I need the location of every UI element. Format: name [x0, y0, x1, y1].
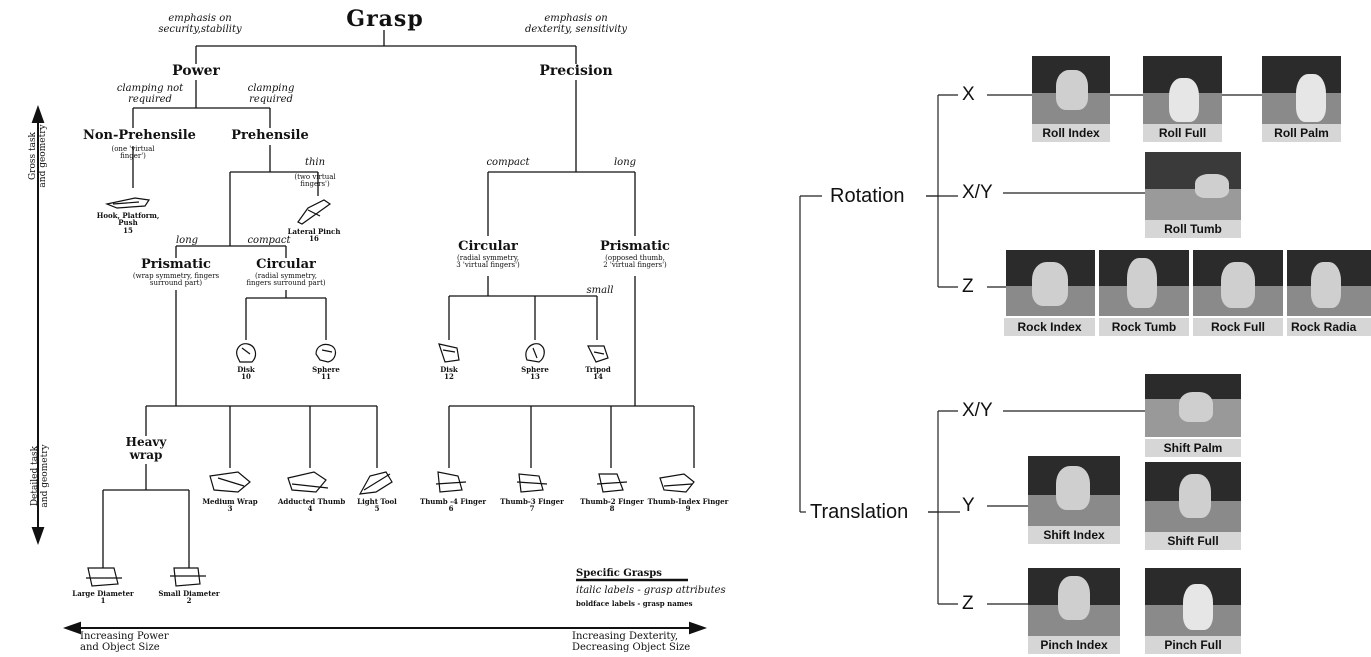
hand-sketch-icon — [286, 468, 330, 496]
roll-tumb-image — [1145, 152, 1241, 220]
compact-right-label: compact — [478, 158, 538, 169]
rock-radia-image — [1287, 250, 1371, 316]
pinch-index-image — [1028, 568, 1120, 636]
prehensile-label: Prehensile — [225, 129, 315, 143]
roll-full-image — [1143, 56, 1222, 124]
circular-right-note: (radial symmetry,3 'virtual fingers') — [438, 255, 538, 270]
roll-full-caption: Roll Full — [1143, 124, 1222, 142]
translation-y-label: Y — [962, 495, 975, 517]
hand-sketch-icon — [312, 340, 340, 366]
roll-index-image — [1032, 56, 1110, 124]
long-right-label: long — [610, 158, 640, 169]
prismatic-left-label: Prismatic — [131, 258, 221, 272]
thin-label: thin — [300, 158, 330, 169]
prismatic-right-label: Prismatic — [592, 240, 678, 254]
hand-sketch-icon — [521, 340, 549, 366]
legend-title: Specific Grasps — [576, 569, 662, 580]
translation-z-label: Z — [962, 593, 974, 615]
shift-index-image — [1028, 456, 1120, 526]
hand-sketch-icon — [584, 340, 612, 366]
hand-sketch-icon — [84, 564, 124, 590]
roll-palm-image — [1262, 56, 1341, 124]
rock-tumb-caption: Rock Tumb — [1099, 318, 1189, 336]
pinch-full-caption: Pinch Full — [1145, 636, 1241, 654]
rotation-label: Rotation — [830, 185, 905, 208]
hand-sketch-icon — [232, 340, 260, 366]
shift-index-caption: Shift Index — [1028, 526, 1120, 544]
circular-right-label: Circular — [448, 240, 528, 254]
shift-palm-image — [1145, 374, 1241, 437]
roll-tumb-caption: Roll Tumb — [1145, 220, 1241, 238]
shift-full-caption: Shift Full — [1145, 532, 1241, 550]
axis-right-label: Increasing Dexterity,Decreasing Object S… — [572, 632, 690, 653]
legend-bold: boldface labels - grasp names — [576, 600, 693, 607]
hand-sketch-icon — [656, 468, 696, 496]
hand-sketch-icon — [593, 468, 629, 496]
rock-full-image — [1193, 250, 1283, 316]
rotation-xy-label: X/Y — [962, 182, 993, 204]
long-left-label: long — [172, 236, 202, 247]
rotation-z-label: Z — [962, 276, 974, 298]
hand-sketch-icon — [105, 190, 151, 212]
power-label: Power — [156, 64, 236, 79]
hand-sketch-icon — [513, 468, 549, 496]
hand-sketch-icon — [294, 196, 334, 226]
circular-left-note: (radial symmetry,fingers surround part) — [236, 273, 336, 288]
circular-left-label: Circular — [246, 258, 326, 272]
shift-full-image — [1145, 462, 1241, 532]
pinch-index-caption: Pinch Index — [1028, 636, 1120, 654]
translation-xy-label: X/Y — [962, 400, 993, 422]
non-prehensile-label: Non-Prehensile — [83, 129, 183, 143]
prismatic-right-note: (opposed thumb,2 'virtual fingers') — [585, 255, 685, 270]
rock-index-image — [1006, 250, 1095, 316]
hand-sketch-icon — [432, 468, 468, 496]
rock-full-caption: Rock Full — [1193, 318, 1283, 336]
hand-sketch-icon — [356, 468, 396, 496]
translation-label: Translation — [810, 501, 908, 524]
hand-sketch-icon — [168, 564, 208, 590]
precision-label: Precision — [530, 64, 622, 79]
roll-palm-caption: Roll Palm — [1262, 124, 1341, 142]
pinch-full-image — [1145, 568, 1241, 636]
rock-radia-caption: Rock Radia — [1287, 318, 1371, 336]
rock-index-caption: Rock Index — [1004, 318, 1095, 336]
rock-tumb-image — [1099, 250, 1189, 316]
legend-italic: italic labels - grasp attributes — [576, 586, 726, 597]
rotation-x-label: X — [962, 84, 975, 106]
roll-index-caption: Roll Index — [1032, 124, 1110, 142]
small-label: small — [585, 286, 615, 297]
shift-palm-caption: Shift Palm — [1145, 439, 1241, 457]
grasp-title: Grasp — [340, 8, 430, 31]
hand-sketch-icon — [435, 340, 463, 366]
hand-sketch-icon — [208, 468, 252, 496]
